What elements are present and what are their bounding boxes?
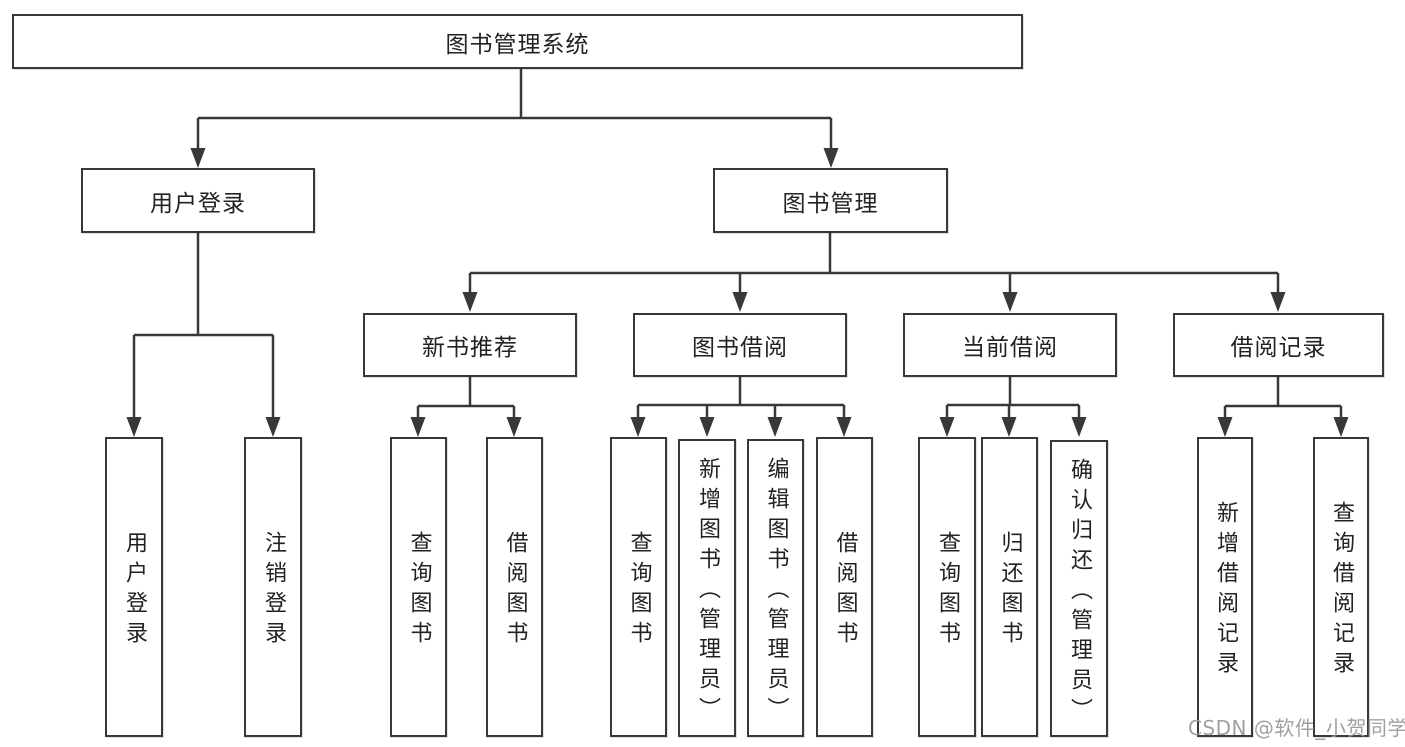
node-current-borrow: 当前借阅 [903,313,1117,377]
leaf-bookborrow-borrow-label: 借阅图书 [832,531,858,651]
node-new-book: 新书推荐 [363,313,577,377]
leaf-record-add-label: 新增借阅记录 [1213,501,1238,681]
leaf-logout-label: 注销登录 [261,531,286,651]
leaf-current-return-label: 归还图书 [997,531,1023,651]
leaf-bookborrow-borrow: 借阅图书 [816,437,873,737]
leaf-current-query: 查询图书 [918,437,976,737]
leaf-bookborrow-add: 新增图书（管理员） [678,439,736,737]
node-book-mgmt-group: 图书管理 [713,168,948,233]
leaf-newbook-query: 查询图书 [390,437,447,737]
node-user-login-group: 用户登录 [81,168,315,233]
node-book-borrow: 图书借阅 [633,313,847,377]
node-new-book-label: 新书推荐 [422,335,518,361]
leaf-bookborrow-edit-label: 编辑图书（管理员） [763,457,789,727]
leaf-bookborrow-query-label: 查询图书 [626,531,652,651]
node-user-login-group-label: 用户登录 [150,190,246,217]
leaf-bookborrow-add-label: 新增图书（管理员） [695,457,720,727]
leaf-record-add: 新增借阅记录 [1197,437,1253,737]
leaf-newbook-borrow: 借阅图书 [486,437,543,737]
leaf-current-query-label: 查询图书 [935,531,960,651]
leaf-user-login-label: 用户登录 [122,531,147,651]
leaf-logout: 注销登录 [244,437,302,737]
node-root: 图书管理系统 [12,14,1023,69]
leaf-bookborrow-query: 查询图书 [610,437,667,737]
leaf-newbook-query-label: 查询图书 [406,531,432,651]
node-borrow-record: 借阅记录 [1173,313,1384,377]
leaf-record-query: 查询借阅记录 [1313,437,1369,737]
node-current-borrow-label: 当前借阅 [962,335,1058,361]
leaf-current-confirm-label: 确认归还（管理员） [1067,457,1092,728]
leaf-record-query-label: 查询借阅记录 [1329,501,1354,681]
leaf-newbook-borrow-label: 借阅图书 [502,531,528,651]
node-book-borrow-label: 图书借阅 [692,335,788,361]
leaf-user-login: 用户登录 [105,437,163,737]
watermark-text: CSDN @软件_小贺同学 [1188,716,1405,740]
leaf-current-return: 归还图书 [981,437,1038,737]
node-borrow-record-label: 借阅记录 [1230,335,1327,361]
arrowheads [126,148,1349,437]
leaf-current-confirm: 确认归还（管理员） [1050,440,1108,737]
node-book-mgmt-group-label: 图书管理 [782,190,879,217]
node-root-label: 图书管理系统 [445,31,590,58]
leaf-bookborrow-edit: 编辑图书（管理员） [747,439,804,737]
